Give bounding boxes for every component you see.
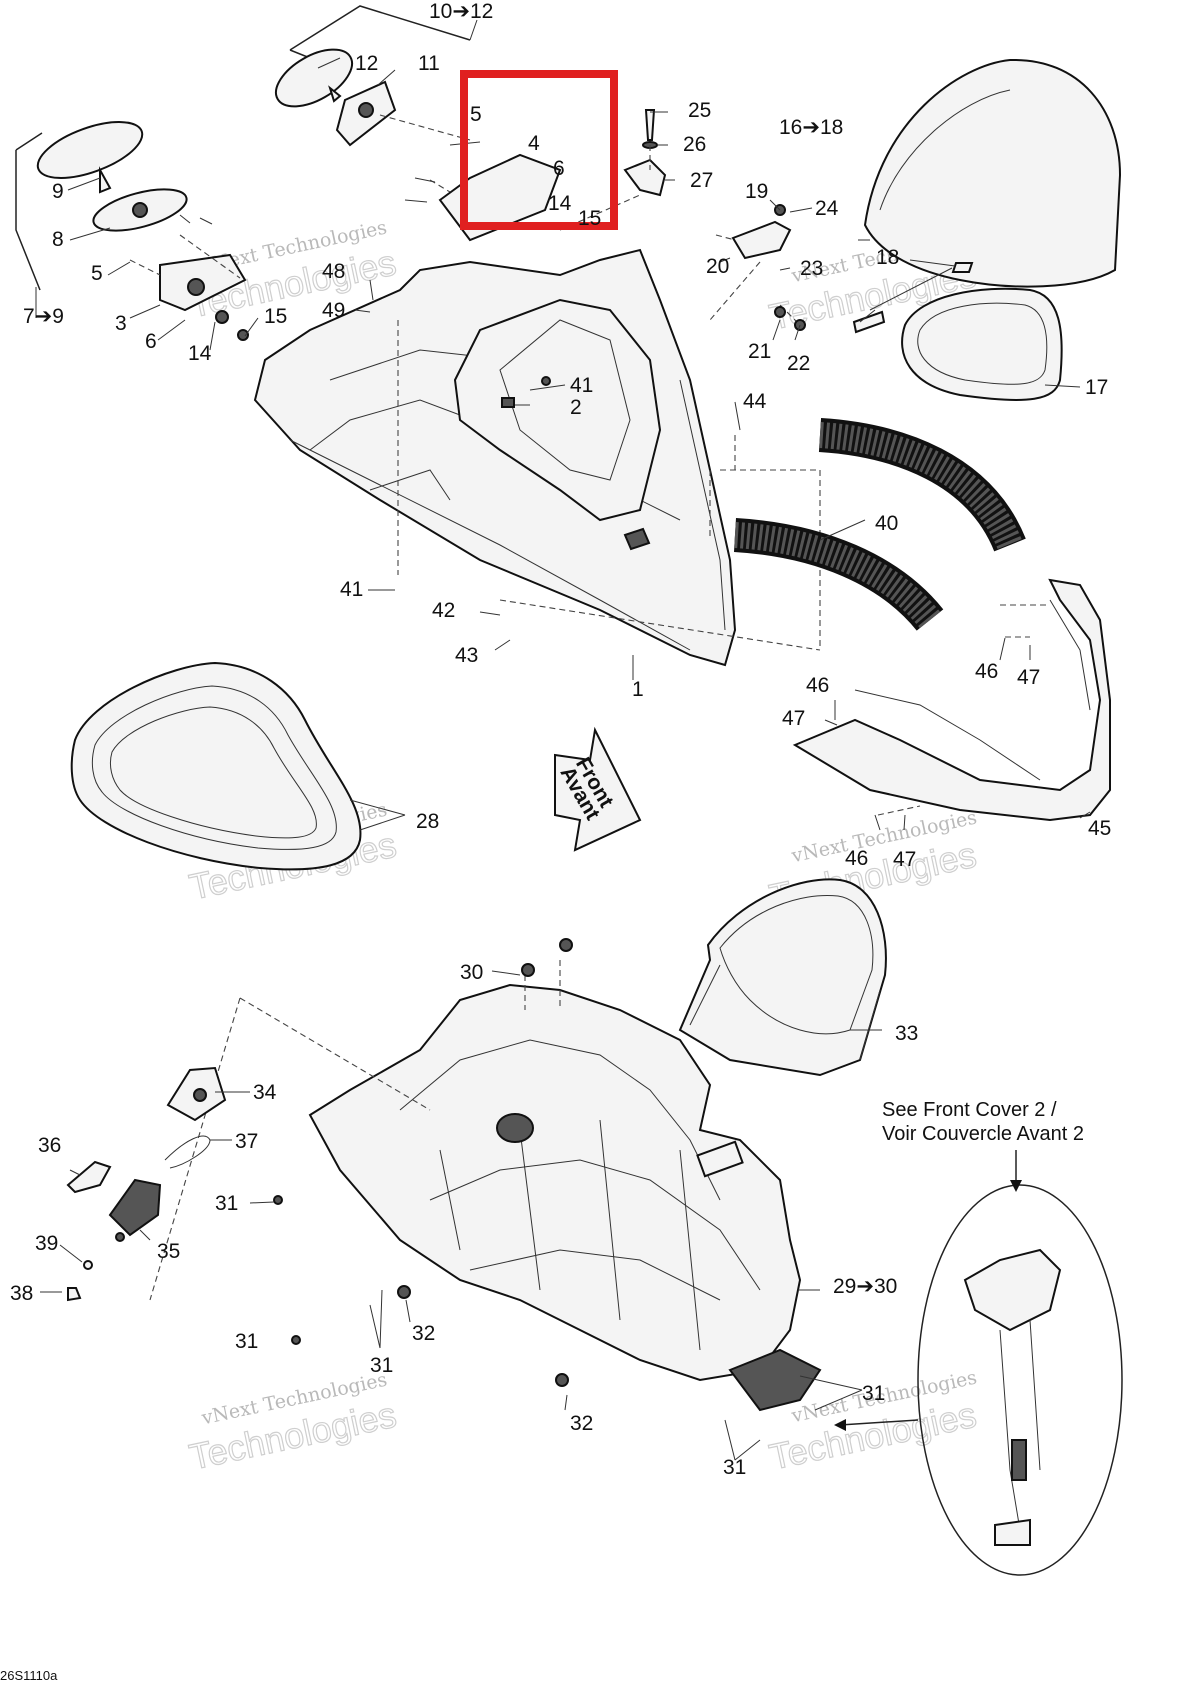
- spring-37: [164, 1135, 211, 1169]
- note-line-1: See Front Cover 2 /: [882, 1099, 1057, 1121]
- part-label-5: 5: [470, 103, 482, 126]
- part-label-28: 28: [416, 810, 439, 833]
- part-label-7-9: 7➔9: [23, 305, 64, 328]
- detail-ellipse: [917, 1184, 1123, 1576]
- leader-lines: [35, 19, 1091, 1461]
- part-label-15: 15: [264, 305, 287, 328]
- latch-35: [108, 1178, 162, 1237]
- note-line-2: Voir Couvercle Avant 2: [882, 1123, 1084, 1145]
- part-label-8: 8: [52, 228, 64, 251]
- mirror-glass: [36, 121, 144, 179]
- part-label-15: 15: [578, 207, 601, 230]
- part-label-6: 6: [145, 330, 157, 353]
- part-label-3: 3: [115, 312, 127, 335]
- part-label-41: 41: [340, 578, 363, 601]
- part-label-14: 14: [188, 342, 212, 365]
- mirror-housing-4: [438, 153, 562, 242]
- part-label-33: 33: [895, 1022, 918, 1045]
- direction-arrow: Front Avant: [554, 726, 642, 852]
- part-label-31: 31: [235, 1330, 258, 1353]
- part-label-47: 47: [1017, 666, 1040, 689]
- part-label-46: 46: [975, 660, 998, 683]
- mirror-glass: [275, 48, 353, 108]
- part-label-11: 11: [418, 52, 440, 75]
- gasket-part-17: [901, 287, 1063, 401]
- storage-bin-part-33: [678, 878, 887, 1077]
- part-label-46: 46: [845, 847, 868, 870]
- bracket-27: [623, 158, 667, 197]
- part-label-42: 42: [432, 599, 455, 622]
- part-label-16-18: 16➔18: [779, 116, 843, 139]
- part-label-17: 17: [1085, 376, 1108, 399]
- see-also-note: See Front Cover 2 / Voir Couvercle Avant…: [882, 1099, 1084, 1145]
- part-label-31: 31: [862, 1382, 885, 1405]
- part-label-2: 2: [570, 396, 582, 419]
- part-label-5: 5: [91, 262, 103, 285]
- part-label-9: 9: [52, 180, 64, 203]
- figure-code: 26S1110a: [0, 1668, 58, 1683]
- part-label-18: 18: [876, 246, 899, 269]
- part-label-47: 47: [893, 848, 916, 871]
- part-label-14: 14: [548, 192, 572, 215]
- part-label-48: 48: [322, 260, 345, 283]
- part-label-23: 23: [800, 257, 823, 280]
- part-label-43: 43: [455, 644, 478, 667]
- part-label-19: 19: [745, 180, 768, 203]
- windshield-part-16: [863, 58, 1122, 288]
- part-label-32: 32: [570, 1412, 593, 1435]
- part-label-46: 46: [806, 674, 829, 697]
- side-panel-part-45: [792, 578, 1111, 822]
- right-mirror-assembly: [275, 5, 562, 242]
- part-label-27: 27: [690, 169, 713, 192]
- part-labels: 1 2 3 4 5 5 6 6 7➔9 8 9 10➔12 11 12 14 1…: [10, 0, 1111, 1479]
- part-label-45: 45: [1088, 817, 1111, 840]
- part-label-40: 40: [875, 512, 898, 535]
- part-label-6: 6: [553, 157, 565, 180]
- part-label-31: 31: [723, 1456, 746, 1479]
- part-label-36: 36: [38, 1134, 61, 1157]
- part-label-21: 21: [748, 340, 771, 363]
- part-label-44: 44: [743, 390, 767, 413]
- part-label-37: 37: [235, 1130, 258, 1153]
- part-label-30: 30: [460, 961, 483, 984]
- bracket-19: [731, 220, 792, 260]
- handle-36: [66, 1160, 112, 1194]
- part-label-26: 26: [683, 133, 706, 156]
- part-label-31: 31: [215, 1192, 238, 1215]
- hoses-part-40: [733, 418, 1026, 631]
- part-label-41: 41: [570, 374, 593, 397]
- part-label-39: 39: [35, 1232, 58, 1255]
- part-label-20: 20: [706, 255, 729, 278]
- part-label-29-30: 29➔30: [833, 1275, 897, 1298]
- part-label-10-12: 10➔12: [429, 0, 493, 23]
- storage-opening: [453, 298, 662, 522]
- detail-callout: [834, 1150, 1123, 1576]
- part-label-24: 24: [815, 197, 839, 220]
- part-label-1: 1: [632, 678, 644, 701]
- highlight-box: [460, 70, 618, 230]
- left-mirror-assembly: [15, 121, 249, 341]
- part-label-22: 22: [787, 352, 810, 375]
- latch-hardware-34-39: [66, 1066, 569, 1387]
- part-label-49: 49: [322, 299, 345, 322]
- part-label-32: 32: [412, 1322, 435, 1345]
- storage-gasket-part-28: [70, 661, 362, 871]
- part-label-38: 38: [10, 1282, 33, 1305]
- part-label-47: 47: [782, 707, 805, 730]
- part-label-25: 25: [688, 99, 711, 122]
- part-label-35: 35: [157, 1240, 180, 1263]
- part-label-4: 4: [528, 132, 540, 155]
- part-label-31: 31: [370, 1354, 393, 1377]
- foam-strip-part-18: [852, 262, 974, 334]
- part-label-34: 34: [253, 1081, 277, 1104]
- support-frame-part-29: [149, 938, 822, 1412]
- front-cover-part-1: [253, 248, 821, 667]
- part-label-12: 12: [355, 52, 378, 75]
